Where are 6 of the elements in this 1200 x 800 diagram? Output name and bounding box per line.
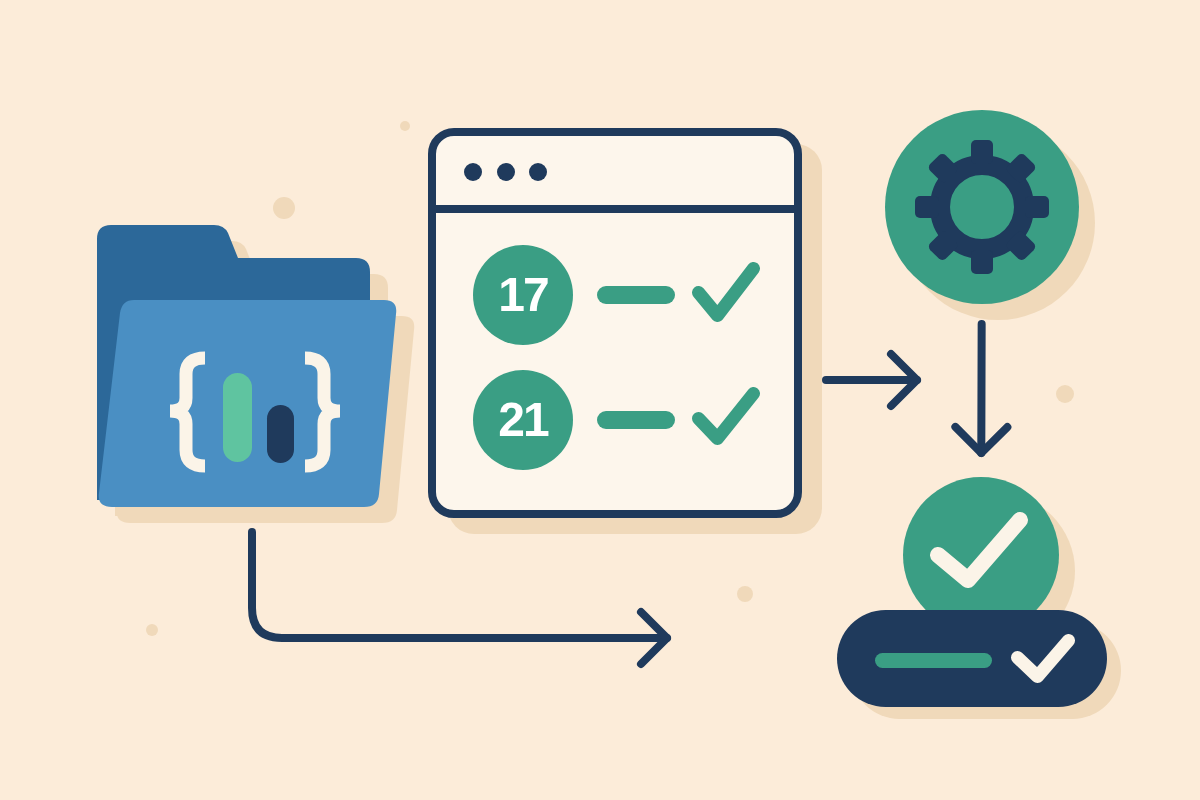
gear-icon (885, 110, 1095, 320)
arrow (951, 320, 1012, 457)
status-pill (837, 610, 1121, 719)
arrow (822, 350, 921, 410)
arrow (248, 528, 671, 668)
browser-window (428, 128, 822, 534)
